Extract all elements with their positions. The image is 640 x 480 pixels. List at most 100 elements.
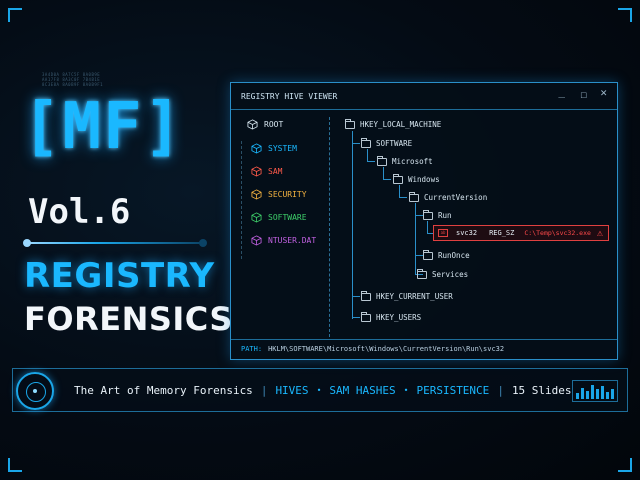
folder-icon bbox=[423, 249, 433, 260]
cube-icon bbox=[251, 189, 262, 200]
cube-icon bbox=[251, 212, 262, 223]
folder-icon bbox=[361, 137, 371, 148]
tree-item-services[interactable]: Services bbox=[417, 268, 469, 279]
frame-corner-bottom-left bbox=[8, 458, 22, 472]
eq-bar bbox=[596, 389, 599, 399]
hive-item-security[interactable]: SECURITY bbox=[251, 189, 307, 200]
hive-item-software[interactable]: SOFTWARE bbox=[251, 212, 307, 223]
separator: | bbox=[497, 384, 504, 397]
tree-item-label: CurrentVersion bbox=[424, 193, 488, 202]
tree-line bbox=[367, 149, 368, 161]
hive-item-root[interactable]: ROOT bbox=[241, 119, 283, 130]
tree-item-windows[interactable]: Windows bbox=[393, 173, 440, 184]
tree-line bbox=[352, 296, 360, 297]
tree-line bbox=[415, 203, 416, 275]
tree-line bbox=[367, 161, 375, 162]
tree-item-label: Run bbox=[438, 211, 452, 220]
registry-value-row-svc32[interactable]: ab svc32 REG_SZ C:\Temp\svc32.exe ⚠ bbox=[433, 225, 609, 241]
hive-label: SECURITY bbox=[268, 190, 307, 199]
folder-icon bbox=[377, 155, 387, 166]
eq-bar bbox=[591, 384, 594, 399]
value-data: C:\Temp\svc32.exe bbox=[524, 229, 591, 237]
tree-line bbox=[399, 185, 400, 197]
folder-icon bbox=[361, 311, 371, 322]
logo-mf: [MF] bbox=[22, 90, 185, 164]
value-type: REG_SZ bbox=[489, 229, 515, 237]
tree-item-label: HKEY_CURRENT_USER bbox=[376, 292, 453, 301]
eq-bar bbox=[601, 386, 604, 399]
tree-item-hklm[interactable]: HKEY_LOCAL_MACHINE bbox=[345, 118, 442, 129]
dot-separator: • bbox=[403, 386, 409, 395]
tree-line bbox=[383, 167, 384, 179]
tree-line bbox=[352, 143, 360, 144]
folder-icon bbox=[345, 118, 355, 129]
hive-label: ROOT bbox=[264, 120, 284, 129]
tree-item-label: HKEY_LOCAL_MACHINE bbox=[360, 120, 442, 129]
eq-bar bbox=[586, 391, 589, 399]
slide-count: 15 Slides bbox=[511, 384, 572, 397]
maximize-button[interactable]: ☐ bbox=[580, 88, 587, 101]
tree-item-software[interactable]: SOFTWARE bbox=[361, 137, 413, 148]
folder-icon bbox=[409, 191, 419, 202]
frame-corner-top-right bbox=[618, 8, 632, 22]
title-registry: REGISTRY bbox=[24, 256, 215, 296]
hive-label: SOFTWARE bbox=[268, 213, 307, 222]
frame-corner-top-left bbox=[8, 8, 22, 22]
hive-label: SYSTEM bbox=[268, 144, 297, 153]
title-forensics: FORENSICS bbox=[24, 300, 233, 338]
eq-bar bbox=[581, 387, 584, 399]
brand-block: [MF] Vol.6 bbox=[22, 90, 212, 232]
hive-list-guide bbox=[241, 141, 243, 259]
cube-icon bbox=[247, 119, 258, 130]
tree-item-hkcu[interactable]: HKEY_CURRENT_USER bbox=[361, 290, 453, 301]
tree-line bbox=[352, 317, 360, 318]
tree-item-label: HKEY_USERS bbox=[376, 313, 422, 322]
tree-line bbox=[383, 179, 391, 180]
string-value-icon: ab bbox=[438, 229, 448, 237]
hex-noise-line: 8C3E8A 8A0B9F 8A0B9F1 bbox=[42, 82, 104, 87]
dot-separator: • bbox=[316, 386, 322, 395]
tree-item-currentversion[interactable]: CurrentVersion bbox=[409, 191, 488, 202]
tree-item-label: SOFTWARE bbox=[376, 139, 413, 148]
hive-item-sam[interactable]: SAM bbox=[251, 166, 282, 177]
tree-item-label: Services bbox=[432, 270, 469, 279]
eq-bar bbox=[611, 388, 614, 399]
keyword-sam-hashes: SAM HASHES bbox=[329, 384, 396, 397]
volume-label: Vol.6 bbox=[28, 192, 131, 232]
tree-line bbox=[399, 197, 407, 198]
hive-item-ntuser[interactable]: NTUSER.DAT bbox=[251, 235, 316, 246]
footer-bar bbox=[12, 368, 628, 412]
title-separator bbox=[231, 109, 617, 110]
window-title: REGISTRY HIVE VIEWER bbox=[241, 92, 338, 101]
hex-noise-line: 3A4D0A 8A7C5F 8A0B9E bbox=[42, 72, 101, 77]
tree-item-run[interactable]: Run bbox=[423, 209, 452, 220]
close-button[interactable]: ✕ bbox=[600, 86, 607, 99]
minimize-button[interactable]: _ bbox=[558, 85, 565, 98]
tree-line bbox=[352, 131, 353, 319]
tree-item-label: Windows bbox=[408, 175, 440, 184]
path-bar: PATH:HKLM\SOFTWARE\Microsoft\Windows\Cur… bbox=[241, 345, 504, 353]
tree-item-microsoft[interactable]: Microsoft bbox=[377, 155, 433, 166]
eq-bar bbox=[576, 392, 579, 399]
tree-line bbox=[427, 233, 433, 234]
keyword-hives: HIVES bbox=[275, 384, 309, 397]
cube-icon bbox=[251, 235, 262, 246]
path-label: PATH: bbox=[241, 345, 263, 353]
hive-item-system[interactable]: SYSTEM bbox=[251, 143, 297, 154]
warning-icon: ⚠ bbox=[596, 227, 603, 239]
hive-label: NTUSER.DAT bbox=[268, 236, 317, 245]
registry-hive-viewer-window: REGISTRY HIVE VIEWER _ ☐ ✕ ROOT SYSTEM S… bbox=[230, 82, 618, 360]
folder-icon bbox=[361, 290, 371, 301]
title-divider bbox=[23, 239, 207, 247]
tree-line bbox=[415, 255, 423, 256]
tree-item-runonce[interactable]: RunOnce bbox=[423, 249, 470, 260]
tree-item-hku[interactable]: HKEY_USERS bbox=[361, 311, 422, 322]
eq-bar bbox=[606, 391, 609, 399]
tree-line bbox=[415, 274, 423, 275]
hex-noise: 3A4D0A 8A7C5F 8A0B9E AA17F8 8A3C0F 7B4B1… bbox=[42, 72, 103, 87]
folder-icon bbox=[393, 173, 403, 184]
tree-item-label: Microsoft bbox=[392, 157, 433, 166]
equalizer-icon bbox=[572, 380, 618, 402]
hive-label: SAM bbox=[268, 167, 283, 176]
value-name: svc32 bbox=[456, 229, 478, 237]
